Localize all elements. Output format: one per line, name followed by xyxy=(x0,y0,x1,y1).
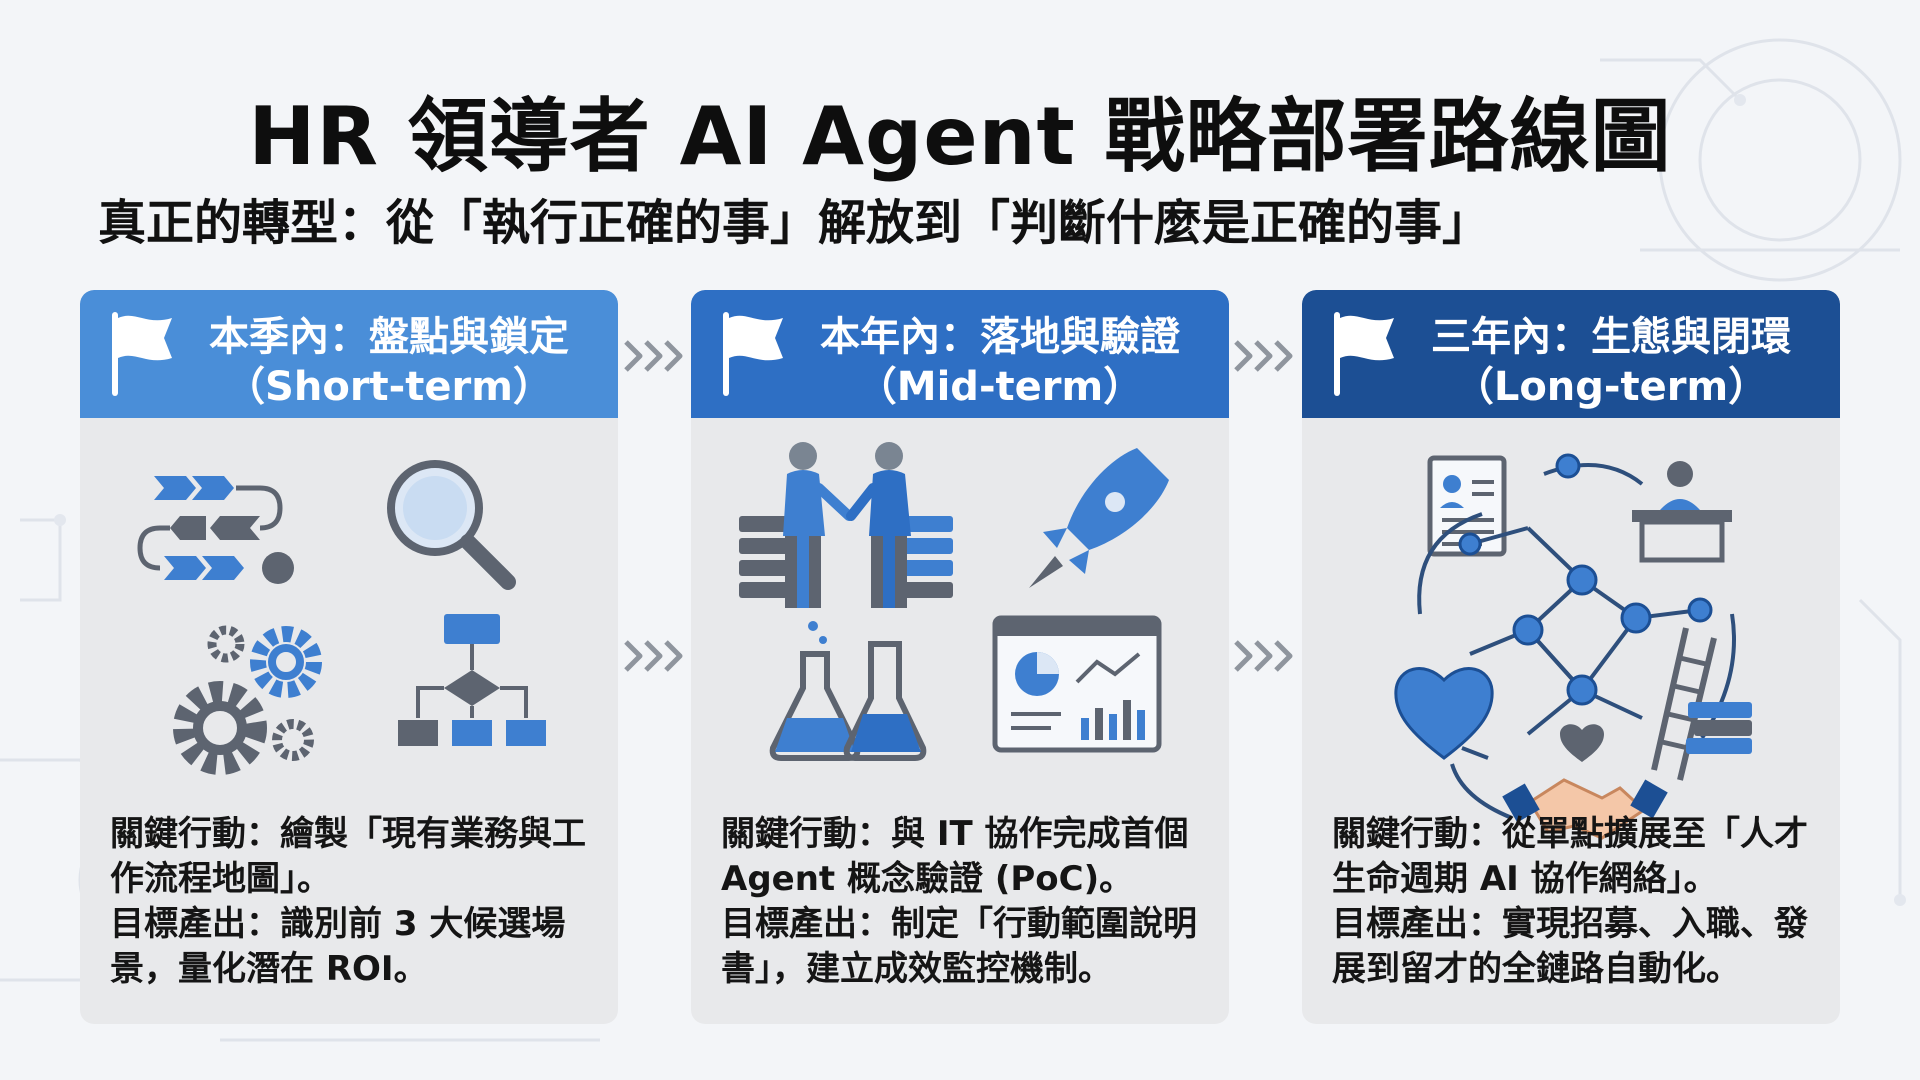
stage-illustration xyxy=(137,460,546,775)
chevron-right-icon xyxy=(1234,640,1293,672)
stage-card-short-term: 本季內：盤點與鎖定 （Short-term） xyxy=(80,290,618,1024)
page-subtitle: 真正的轉型：從「執行正確的事」解放到「判斷什麼是正確的事」 xyxy=(98,195,1491,251)
stage-term: （Long-term） xyxy=(1453,364,1769,410)
handshake-people-icon xyxy=(739,442,953,608)
chevron-right-icon xyxy=(624,640,683,672)
interviewer-icon xyxy=(1632,461,1732,563)
flag-icon xyxy=(1334,312,1394,396)
stage-term: （Mid-term） xyxy=(856,364,1144,410)
stage-description: 關鍵行動：繪製「現有業務與工作流程地圖」。 目標產出：識別前 3 大候選場景，量… xyxy=(110,812,598,992)
stage-illustration xyxy=(1394,453,1752,840)
stage-heading: 本季內：盤點與鎖定 xyxy=(209,314,569,360)
chevron-right-icon xyxy=(1234,340,1293,372)
rocket-icon xyxy=(1029,448,1169,588)
stage-card-header: 本年內：落地與驗證 （Mid-term） xyxy=(691,290,1229,418)
key-action-text: 關鍵行動：與 IT 協作完成首個 Agent 概念驗證 (PoC)。 xyxy=(721,814,1189,899)
target-output-text: 目標產出：制定「行動範圍說明書」，建立成效監控機制。 xyxy=(721,904,1197,989)
stage-card-long-term: 三年內：生態與閉環 （Long-term） xyxy=(1302,290,1840,1024)
target-output-text: 目標產出：識別前 3 大候選場景，量化潛在 ROI。 xyxy=(110,904,566,989)
heart-icon xyxy=(1394,667,1604,762)
gears-icon xyxy=(173,625,322,775)
magnifier-icon xyxy=(387,460,516,590)
key-action-text: 關鍵行動：繪製「現有業務與工作流程地圖」。 xyxy=(110,814,586,899)
stage-card-header: 三年內：生態與閉環 （Long-term） xyxy=(1302,290,1840,418)
chevron-right-icon xyxy=(624,340,683,372)
stage-heading: 本年內：落地與驗證 xyxy=(820,314,1180,360)
page-title: HR 領導者 AI Agent 戰略部署路線圖 xyxy=(248,90,1672,183)
stage-description: 關鍵行動：從單點擴展至「人才生命週期 AI 協作網絡」。 目標產出：實現招募、入… xyxy=(1332,812,1820,992)
flag-icon xyxy=(112,312,172,396)
target-output-text: 目標產出：實現招募、入職、發展到留才的全鏈路自動化。 xyxy=(1332,904,1808,989)
ladder-books-icon xyxy=(1651,627,1752,781)
stage-term: （Short-term） xyxy=(225,364,553,410)
stage-illustration xyxy=(739,442,1169,761)
key-action-text: 關鍵行動：從單點擴展至「人才生命週期 AI 協作網絡」。 xyxy=(1332,814,1808,899)
stage-card-header: 本季內：盤點與鎖定 （Short-term） xyxy=(80,290,618,418)
stage-card-mid-term: 本年內：落地與驗證 （Mid-term） xyxy=(691,290,1229,1024)
flag-icon xyxy=(723,312,783,396)
stage-heading: 三年內：生態與閉環 xyxy=(1431,314,1791,360)
handshake-icon xyxy=(1461,746,1668,840)
stage-description: 關鍵行動：與 IT 協作完成首個 Agent 概念驗證 (PoC)。 目標產出：… xyxy=(721,812,1209,992)
flowchart-icon xyxy=(398,614,546,746)
network-icon xyxy=(1417,453,1736,820)
dashboard-icon xyxy=(992,615,1162,753)
lab-flask-icon xyxy=(769,621,927,761)
process-arrows-icon xyxy=(137,476,294,584)
